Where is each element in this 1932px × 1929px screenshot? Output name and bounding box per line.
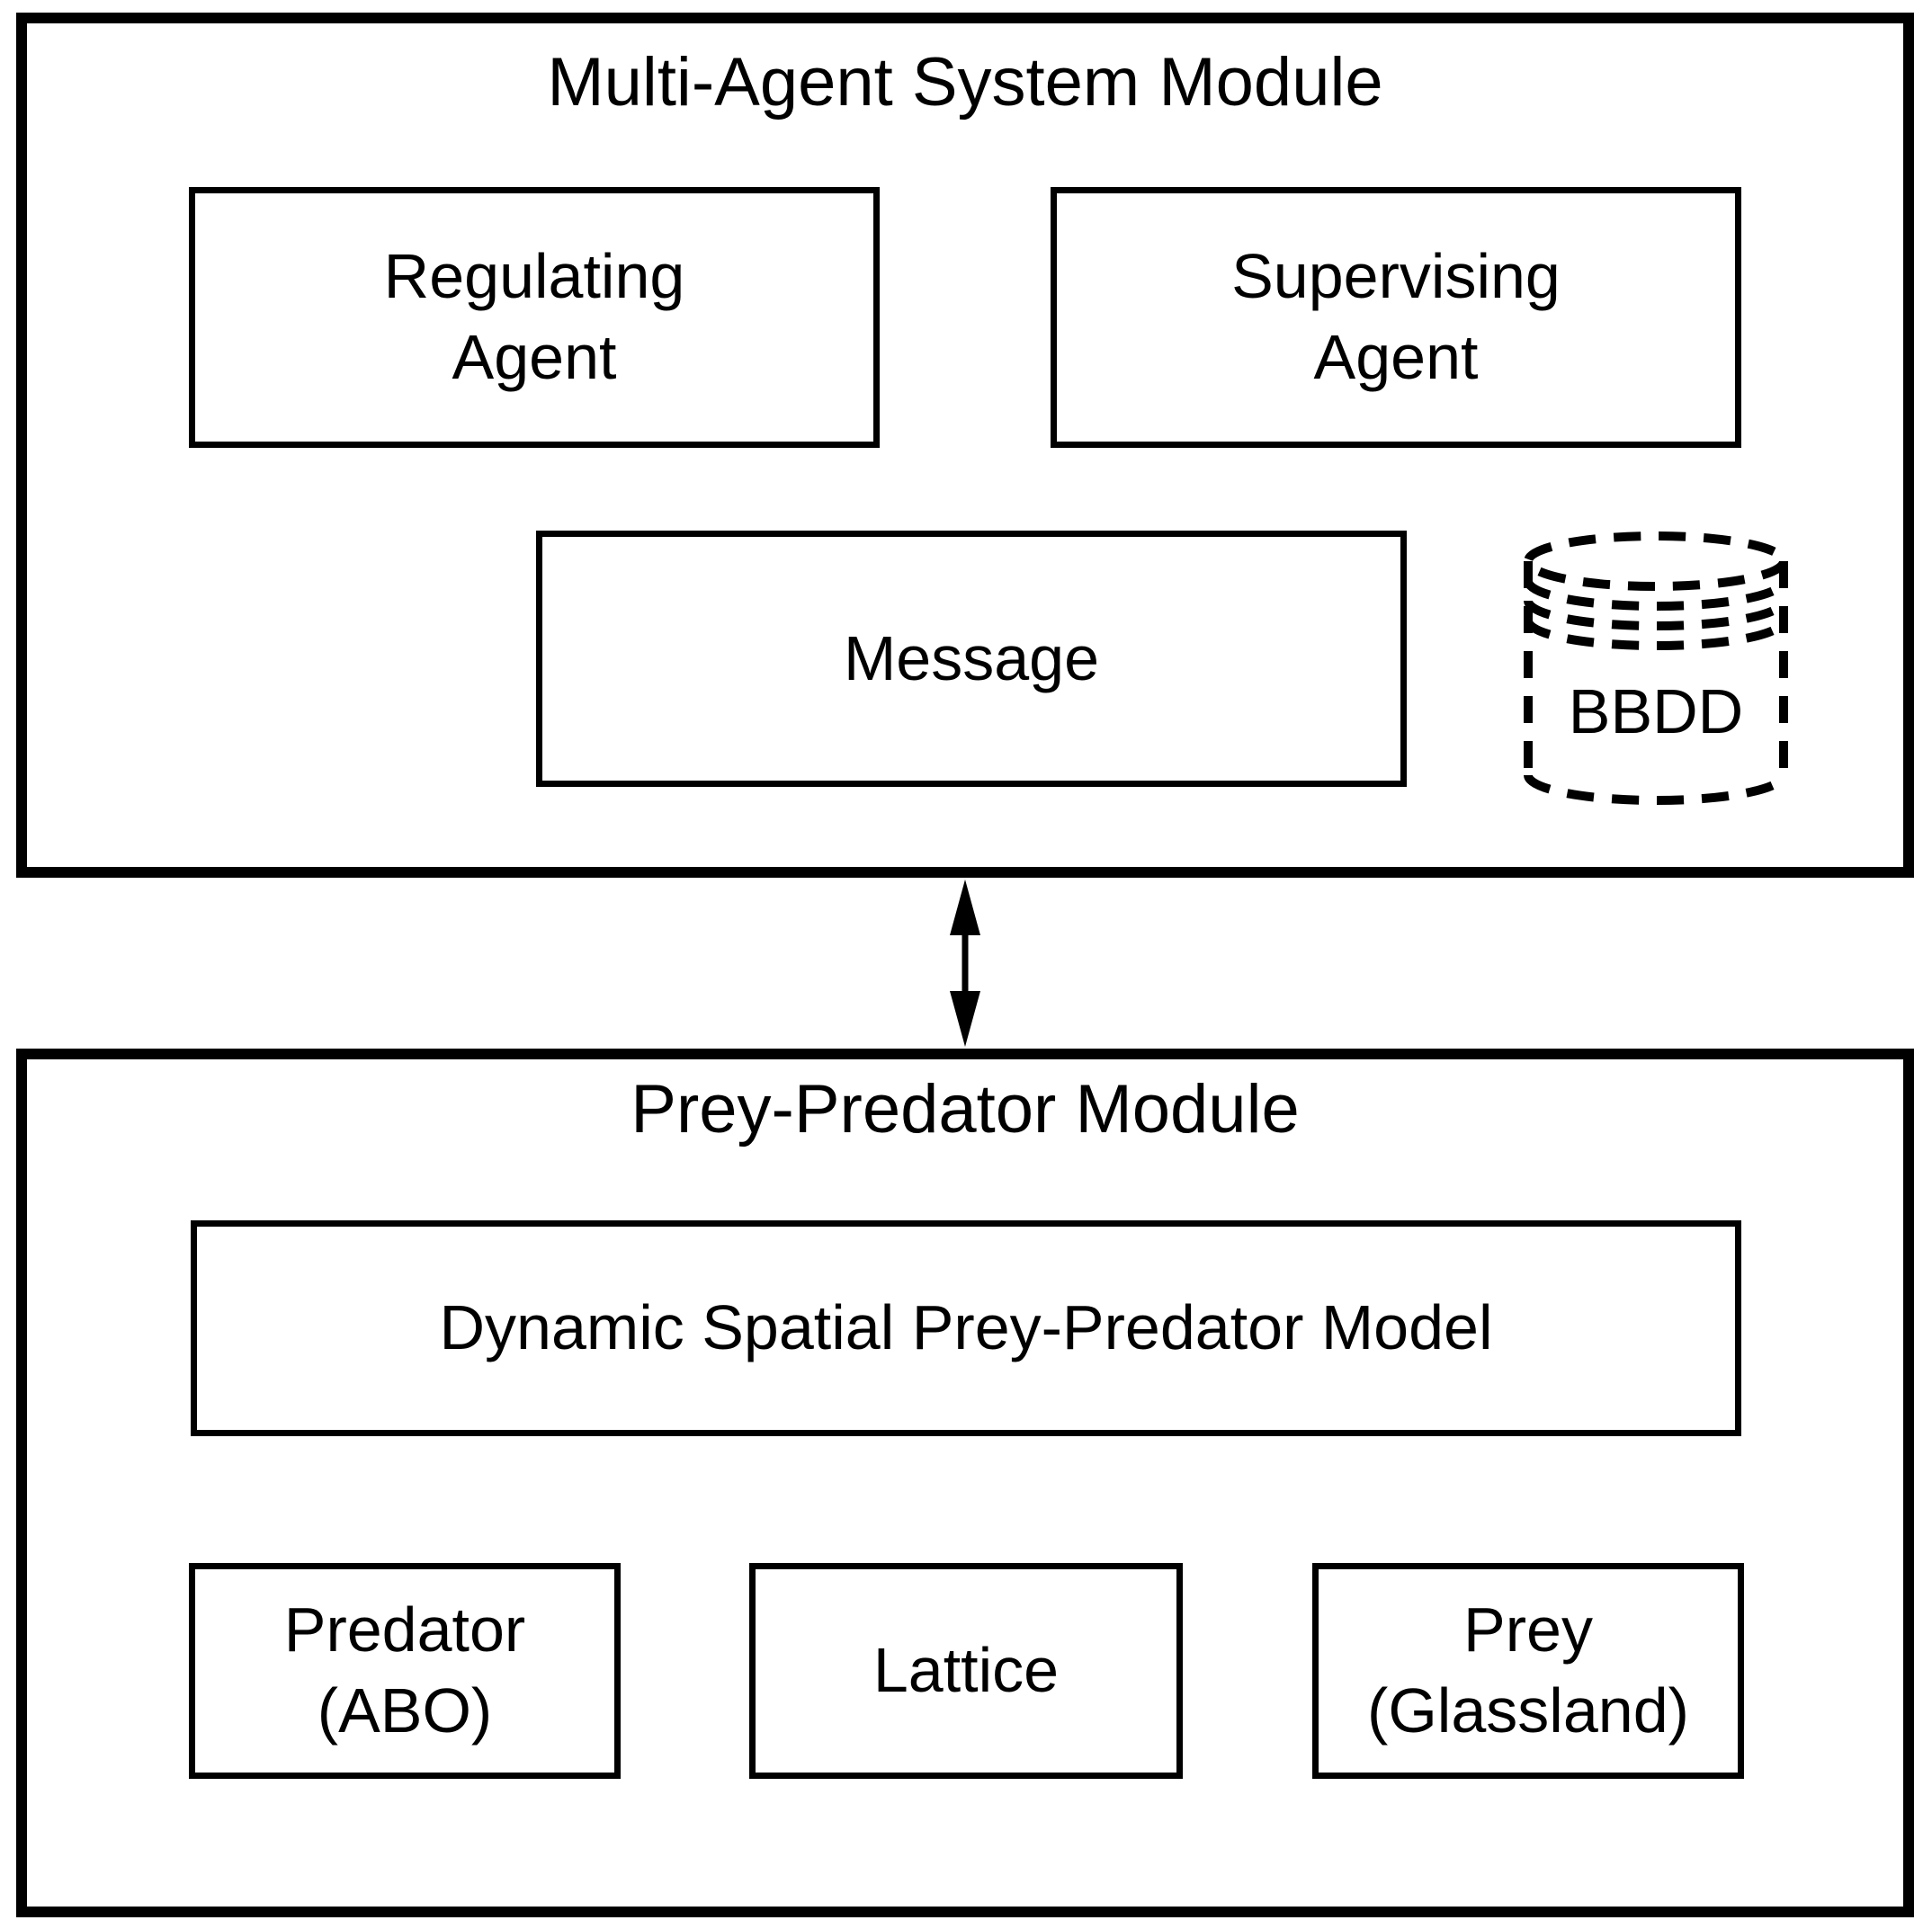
prey-label-line2: (Glassland) <box>1367 1675 1689 1746</box>
predator-label-line1: Predator <box>283 1594 526 1666</box>
prey-glassland-box: Prey (Glassland) <box>1312 1563 1744 1779</box>
supervising-agent-label-line1: Supervising <box>1231 241 1561 312</box>
supervising-agent-label-line2: Agent <box>1313 322 1479 392</box>
predator-abo-box: Predator (ABO) <box>189 1563 621 1779</box>
supervising-agent-box: Supervising Agent <box>1051 187 1741 448</box>
database-cylinder-icon: BBDD <box>1524 531 1788 805</box>
prey-label-line1: Prey <box>1463 1594 1593 1666</box>
prey-predator-module-title: Prey-Predator Module <box>631 1071 1300 1148</box>
prey-predator-module: Prey-Predator Module Dynamic Spatial Pre… <box>16 1049 1914 1917</box>
predator-label-line2: (ABO) <box>317 1675 493 1746</box>
dynamic-spatial-model-box: Dynamic Spatial Prey-Predator Model <box>191 1220 1741 1436</box>
database-label: BBDD <box>1569 676 1743 746</box>
multi-agent-system-module: Multi-Agent System Module Regulating Age… <box>16 13 1914 878</box>
dynamic-spatial-model-label: Dynamic Spatial Prey-Predator Model <box>439 1292 1493 1363</box>
regulating-agent-box: Regulating Agent <box>189 187 880 448</box>
regulating-agent-label-line2: Agent <box>452 322 617 392</box>
message-box: Message <box>536 531 1407 787</box>
lattice-box: Lattice <box>749 1563 1183 1779</box>
lattice-label: Lattice <box>872 1635 1060 1706</box>
module-connector-double-arrow <box>950 880 980 1047</box>
multi-agent-module-title: Multi-Agent System Module <box>547 44 1383 121</box>
message-label: Message <box>843 622 1100 693</box>
regulating-agent-label-line1: Regulating <box>383 241 685 312</box>
